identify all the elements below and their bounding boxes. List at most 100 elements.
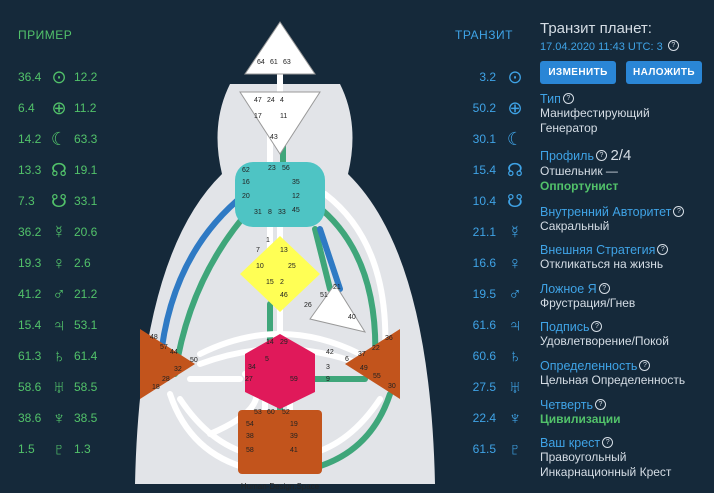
uranus-icon: ♅ (508, 376, 522, 397)
gate-label: 24 (267, 97, 275, 104)
gate-label: 9 (326, 376, 330, 383)
help-icon[interactable]: ? (598, 283, 610, 294)
gate-label: 44 (170, 349, 178, 356)
personality-value: 11.2 (74, 101, 97, 115)
south-node-icon: ☋ (507, 190, 523, 211)
cross-label[interactable]: Ваш крест (540, 436, 601, 450)
planet-row: 13.3☊19.1 (18, 159, 97, 181)
gate-label: 49 (360, 365, 368, 372)
gate-label: 12 (292, 193, 300, 200)
gate-label: 17 (254, 113, 262, 120)
solar-plexus-center (345, 329, 400, 399)
saturn-icon: ♄ (508, 345, 522, 366)
transit-row: 16.6♀ (470, 252, 526, 274)
sun-icon: ⊙ (507, 66, 523, 87)
mars-icon: ♂ (52, 283, 66, 304)
transit-value: 50.2 (472, 101, 496, 115)
change-button[interactable]: ИЗМЕНИТЬ (540, 61, 616, 84)
signature-label[interactable]: Подпись (540, 320, 590, 334)
help-icon[interactable]: ? (673, 206, 685, 217)
gate-label: 20 (242, 193, 250, 200)
gate-label: 50 (190, 357, 198, 364)
gate-label: 35 (292, 179, 300, 186)
gate-label: 58 (246, 447, 254, 454)
strategy-section: Внешняя Стратегия? Откликаться на жизнь (540, 243, 712, 272)
gate-label: 41 (290, 447, 298, 454)
gate-label: 62 (242, 167, 250, 174)
gate-label: 40 (348, 314, 356, 321)
gate-label: 33 (278, 209, 286, 216)
transit-row: 3.2⊙ (470, 66, 526, 88)
personality-value: 2.6 (74, 256, 91, 270)
profile-value-accent: Оппортунист (540, 179, 619, 193)
jupiter-icon: ♃ (52, 314, 66, 335)
personality-value: 21.2 (74, 287, 98, 301)
gate-label: 45 (292, 207, 300, 214)
gate-label: 4 (280, 97, 284, 104)
gate-label: 2 (280, 279, 284, 286)
signature-value: Удовлетворение/Покой (540, 334, 669, 348)
help-icon[interactable]: ? (594, 399, 606, 410)
definition-section: Определенность? Цельная Определенность (540, 359, 712, 388)
planet-row: 36.4⊙12.2 (18, 66, 97, 88)
type-value: Манифестирующий Генератор (540, 106, 650, 135)
help-icon[interactable]: ? (667, 40, 679, 51)
design-value: 13.3 (18, 163, 42, 177)
planet-row: 19.3♀2.6 (18, 252, 91, 274)
personality-value: 53.1 (74, 318, 98, 332)
gate-label: 59 (290, 376, 298, 383)
pluto-icon: ♇ (52, 438, 66, 459)
design-value: 36.4 (18, 70, 42, 84)
neptune-icon: ♆ (508, 407, 522, 428)
help-icon[interactable]: ? (595, 150, 607, 161)
gate-label: 23 (268, 165, 276, 172)
transit-row: 21.1☿ (470, 221, 526, 243)
authority-label[interactable]: Внутренний Авторитет (540, 205, 672, 219)
planet-row: 58.6♅58.5 (18, 376, 97, 398)
transit-value: 30.1 (472, 132, 496, 146)
root-center (238, 410, 322, 474)
help-icon[interactable]: ? (602, 437, 614, 448)
gate-label: 43 (270, 134, 278, 141)
gate-label: 15 (266, 279, 274, 286)
gate-label: 48 (150, 334, 158, 341)
help-icon[interactable]: ? (562, 93, 574, 104)
transit-row: 60.6♄ (470, 345, 526, 367)
cross-section: Ваш крест? Правоугольный Инкарнационный … (540, 436, 712, 480)
sacral-center (245, 334, 315, 409)
gate-label: 13 (280, 247, 288, 254)
personality-value: 38.5 (74, 411, 98, 425)
gate-label: 57 (160, 344, 168, 351)
personality-value: 12.2 (74, 70, 98, 84)
gate-label: 31 (254, 209, 262, 216)
authority-value: Сакральный (540, 219, 610, 233)
head-center (244, 21, 316, 75)
help-icon[interactable]: ? (639, 360, 651, 371)
transit-value: 10.4 (472, 194, 496, 208)
profile-label[interactable]: Профиль (540, 149, 594, 163)
ego-center (309, 283, 367, 333)
strategy-label[interactable]: Внешняя Стратегия (540, 243, 656, 257)
mercury-icon: ☿ (508, 221, 522, 242)
personality-value: 33.1 (74, 194, 98, 208)
transit-header: ТРАНЗИТ (455, 28, 513, 42)
type-label[interactable]: Тип (540, 92, 561, 106)
quarter-label[interactable]: Четверть (540, 398, 593, 412)
gate-label: 19 (290, 421, 298, 428)
help-icon[interactable]: ? (591, 321, 603, 332)
gate-label: 51 (320, 292, 328, 299)
help-icon[interactable]: ? (657, 244, 669, 255)
overlay-button[interactable]: НАЛОЖИТЬ (626, 61, 702, 84)
false-self-label[interactable]: Ложное Я (540, 282, 597, 296)
gate-label: 27 (245, 376, 253, 383)
definition-label[interactable]: Определенность (540, 359, 638, 373)
personality-value: 61.4 (74, 349, 98, 363)
type-section: Тип? Манифестирующий Генератор (540, 92, 712, 136)
transit-value: 61.5 (472, 442, 496, 456)
gate-label: 26 (304, 302, 312, 309)
quarter-section: Четверть? Цивилизации (540, 398, 712, 427)
personality-value: 1.3 (74, 442, 91, 456)
gate-label: 60 (267, 409, 275, 416)
